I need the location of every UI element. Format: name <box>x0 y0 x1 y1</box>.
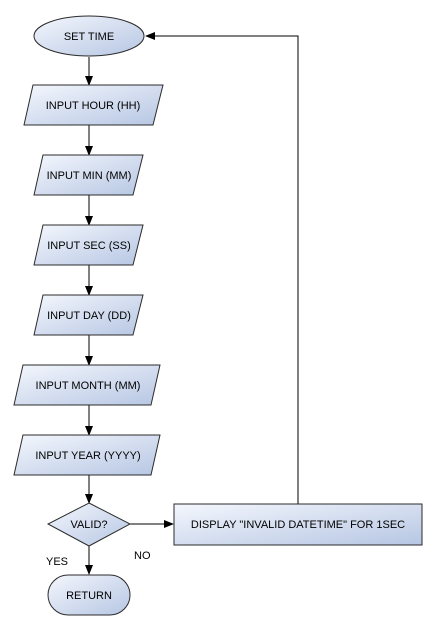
node-input-month: INPUT MONTH (MM) <box>13 364 161 406</box>
node-start-label: SET TIME <box>64 31 114 43</box>
edge-label-no: NO <box>134 550 151 562</box>
node-input-year: INPUT YEAR (YYYY) <box>13 434 161 476</box>
edge-label-yes: YES <box>46 556 68 568</box>
edge-error-loop <box>145 32 299 504</box>
node-return: RETURN <box>47 574 131 616</box>
node-input-day-label: INPUT DAY (DD) <box>47 310 131 322</box>
node-input-min: INPUT MIN (MM) <box>33 154 144 196</box>
node-input-sec: INPUT SEC (SS) <box>33 224 144 266</box>
node-input-hour-label: INPUT HOUR (HH) <box>46 100 141 112</box>
node-start: SET TIME <box>33 15 145 57</box>
node-input-sec-label: INPUT SEC (SS) <box>47 240 131 252</box>
node-input-month-label: INPUT MONTH (MM) <box>36 380 141 392</box>
node-display-error: DISPLAY "INVALID DATETIME" FOR 1SEC <box>173 503 423 546</box>
node-return-label: RETURN <box>66 590 112 602</box>
edges <box>85 32 299 575</box>
node-input-hour: INPUT HOUR (HH) <box>23 84 164 126</box>
node-decision-valid: VALID? <box>46 502 132 547</box>
node-decision-valid-label: VALID? <box>70 519 107 531</box>
node-input-day: INPUT DAY (DD) <box>33 294 144 336</box>
node-display-error-label: DISPLAY "INVALID DATETIME" FOR 1SEC <box>191 519 405 531</box>
node-input-min-label: INPUT MIN (MM) <box>47 170 132 182</box>
node-input-year-label: INPUT YEAR (YYYY) <box>35 450 140 462</box>
